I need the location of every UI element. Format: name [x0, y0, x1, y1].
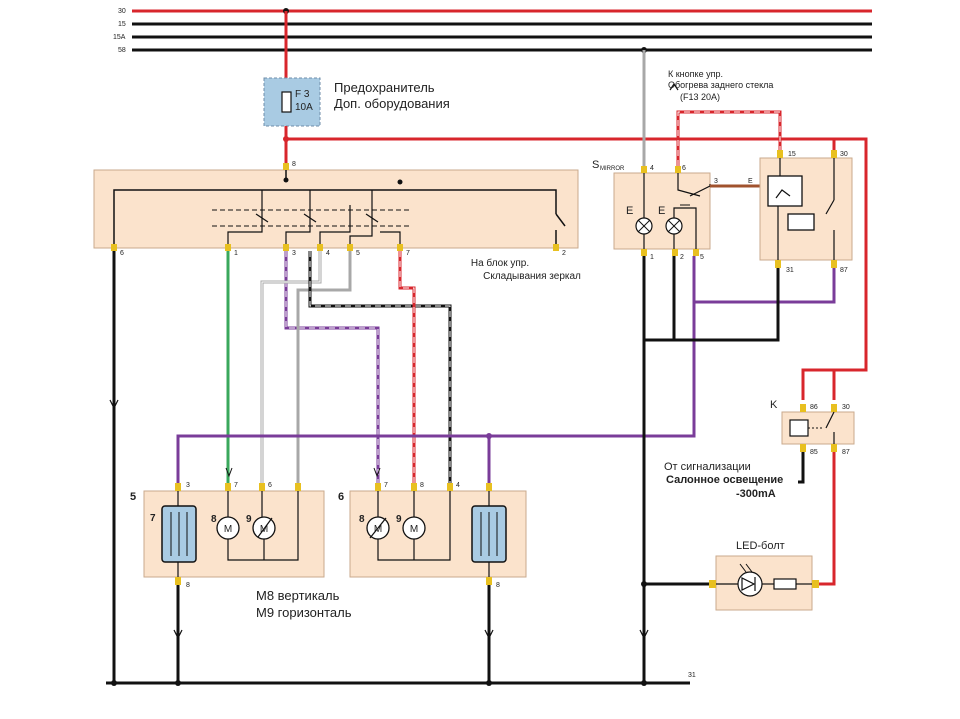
right-pin-4: 4 [456, 482, 460, 489]
switch-pin-7: 7 [406, 250, 410, 257]
indicator-lamp-right [665, 217, 683, 235]
switch-pin-6: 6 [120, 250, 124, 257]
relay-k-pin-85: 85 [810, 449, 818, 456]
rear-defroster-link: К кнопке упр. Обогрева заднего стекла (F… [668, 69, 782, 166]
mirror-switch-pin-6: 6 [682, 165, 686, 172]
mirror-heating-switch: S MIRROR 4 6 E E 1 2 5 3 E [592, 50, 836, 683]
mirror-switch-pin-1: 1 [650, 254, 654, 261]
right-m9-label: 9 [396, 514, 402, 525]
relay-pin-e: E [748, 178, 753, 185]
mirror-switch-label-prefix: S [592, 159, 599, 171]
mirror-switch-pin-3: 3 [714, 178, 718, 185]
fuse-rating: 10A [295, 102, 313, 113]
mirror-control-switch-block: 8 6 1 3 4 5 7 2 На блок упр. Складывания… [93, 161, 581, 282]
mirror-switch-pin-5: 5 [700, 254, 704, 261]
relay-pin-87: 87 [840, 267, 848, 274]
right-pin-8b: 8 [496, 582, 500, 589]
mirror-right: 6 7 8 4 M M 8 9 8 [338, 482, 527, 683]
defroster-note-line2: Обогрева заднего стекла [668, 80, 773, 90]
left-pin-8: 8 [186, 582, 190, 589]
mirror-wires [109, 251, 696, 683]
relay-k-label: K [770, 399, 778, 411]
fold-unit-note-line2: Складывания зеркал [483, 271, 581, 282]
fuse-title-line1: Предохранитель [334, 80, 435, 95]
right-motor-m8: M [374, 524, 382, 535]
switch-pin-1: 1 [234, 250, 238, 257]
defroster-note-line3: (F13 20A) [680, 92, 720, 102]
indicator-lamp-left [635, 217, 653, 235]
mirror-switch-pin-4: 4 [650, 165, 654, 172]
fuse-pin-label: 8 [292, 161, 296, 168]
motor-legend-line2: M9 горизонталь [256, 605, 352, 620]
left-pin-7: 7 [234, 482, 238, 489]
left-heater-number: 7 [150, 513, 156, 524]
left-pin-3: 3 [186, 482, 190, 489]
right-motor-m9: M [410, 524, 418, 535]
right-pin-8: 8 [420, 482, 424, 489]
left-motor-m8: M [224, 524, 232, 535]
bus-label-30: 30 [118, 8, 126, 15]
alarm-note-line1: От сигнализации [664, 461, 751, 473]
right-pin-7: 7 [384, 482, 388, 489]
red-feed [286, 137, 868, 400]
right-m8-label: 8 [359, 514, 365, 525]
ground-bus: 31 [106, 672, 696, 686]
relay-k-pin-87: 87 [842, 449, 850, 456]
switch-pin-2: 2 [562, 250, 566, 257]
bus-label-15a: 15A [113, 34, 126, 41]
mirror-right-number: 6 [338, 491, 344, 503]
switch-pin-3: 3 [292, 250, 296, 257]
switch-pin-4: 4 [326, 250, 330, 257]
bus-label-15: 15 [118, 21, 126, 28]
relay-k-pin-30: 30 [842, 404, 850, 411]
relay-pin-31: 31 [786, 267, 794, 274]
relay-k-pin-86: 86 [810, 404, 818, 411]
relay-k: K 86 30 85 87 [770, 399, 855, 586]
left-pin-6: 6 [268, 482, 272, 489]
mirror-left: 5 3 7 6 7 M M 8 9 8 [130, 482, 325, 683]
mirror-switch-label-sub: MIRROR [600, 166, 625, 172]
alarm-note-line3: -300mA [736, 488, 776, 500]
heater-element-left [161, 505, 197, 563]
fold-unit-note-line1: На блок упр. [471, 257, 529, 269]
lamp-e-left-label: E [626, 205, 633, 217]
led-bolt-label: LED-болт [736, 540, 785, 552]
motor-legend-line1: M8 вертикаль [256, 588, 340, 603]
heater-element-right [471, 505, 507, 563]
mirror-left-number: 5 [130, 491, 136, 503]
power-bus: 30 15 15A 58 [113, 8, 872, 54]
relay-pin-15: 15 [788, 151, 796, 158]
fuse-f3: F 3 10A Предохранитель Доп. оборудования [263, 11, 450, 170]
switch-pin-5: 5 [356, 250, 360, 257]
fuse-id: F 3 [295, 89, 310, 100]
heater-relay: 15 30 31 87 [759, 150, 853, 274]
relay-pin-30: 30 [840, 151, 848, 158]
led-bolt: LED-болт [641, 540, 819, 611]
ground-label-31: 31 [688, 672, 696, 679]
left-m8-label: 8 [211, 514, 217, 525]
alarm-note-line2: Салонное освещение [666, 474, 783, 486]
defroster-note-line1: К кнопке упр. [668, 69, 723, 79]
mirror-switch-pin-2: 2 [680, 254, 684, 261]
bus-label-58: 58 [118, 47, 126, 54]
fuse-title-line2: Доп. оборудования [334, 96, 450, 111]
left-m9-label: 9 [246, 514, 252, 525]
lamp-e-right-label: E [658, 205, 665, 217]
